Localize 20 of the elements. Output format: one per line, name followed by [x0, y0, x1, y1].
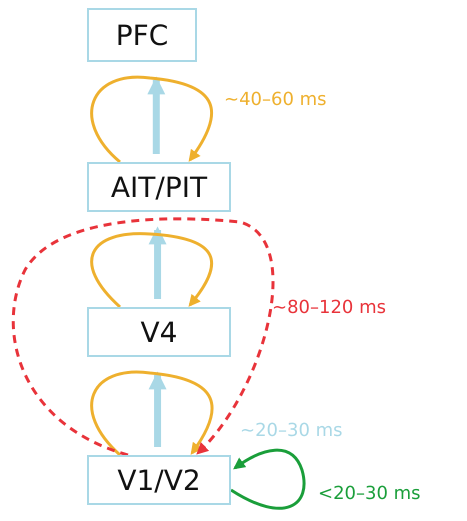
area-box [87, 307, 231, 357]
edge-label: ~80–120 ms [272, 297, 386, 318]
feedforward-arrow [147, 76, 166, 154]
loop-arrow [90, 76, 213, 164]
loop-arrow [12, 217, 274, 456]
area-name: V4 [140, 316, 178, 348]
loop-arrow [90, 232, 214, 308]
timing-note: ~20–30 ms [240, 420, 343, 441]
area-box [87, 8, 197, 62]
loop-arrow [90, 370, 214, 456]
area-name: V1/V2 [117, 464, 201, 496]
edge-label: ~40–60 ms [224, 89, 327, 110]
feedforward-arrow [148, 371, 167, 447]
edge-label: <20–30 ms [318, 483, 421, 504]
area-box [87, 162, 231, 212]
area-name: AIT/PIT [110, 170, 208, 204]
area-box [87, 455, 231, 505]
feedforward-arrow [148, 226, 167, 299]
area-name: PFC [116, 18, 168, 52]
loop-arrow [230, 448, 306, 510]
